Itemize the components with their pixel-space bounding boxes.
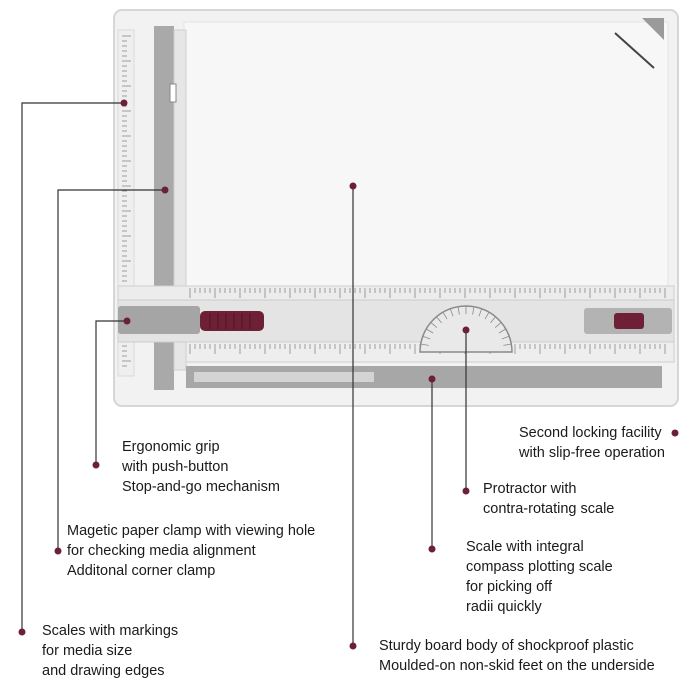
callout-grip-line: Ergonomic grip bbox=[122, 439, 220, 455]
callout-scale-line: compass plotting scale bbox=[466, 559, 613, 575]
rule-scale-ticks bbox=[189, 288, 666, 354]
callout-clamp-line: Additonal corner clamp bbox=[67, 563, 216, 579]
protractor-tick bbox=[503, 343, 512, 346]
callout-dots bbox=[18, 99, 679, 650]
dot-grip-text bbox=[92, 461, 100, 469]
grip-housing bbox=[118, 306, 200, 334]
dot-scales-board bbox=[120, 99, 128, 107]
dot-grip-board bbox=[123, 317, 131, 325]
dot-clamp-text bbox=[54, 547, 62, 555]
dot-body-text bbox=[349, 642, 357, 650]
leader-scales bbox=[21, 102, 124, 632]
protractor-tick bbox=[494, 322, 502, 328]
callout-protractor: Protractor with contra-rotating scale bbox=[483, 479, 614, 519]
grey-scale-ruler bbox=[194, 372, 374, 382]
dot-protractor-board bbox=[462, 326, 470, 334]
dot-locking-text bbox=[671, 429, 679, 437]
protractor-tick bbox=[490, 316, 496, 324]
dot-clamp-board bbox=[161, 186, 169, 194]
grey-scale bbox=[186, 366, 662, 388]
protractor-tick bbox=[472, 306, 475, 315]
protractor-tick bbox=[501, 335, 510, 340]
push-button-ridges bbox=[209, 313, 251, 329]
callout-scale-line: for picking off bbox=[466, 579, 552, 595]
corner-clamp bbox=[642, 18, 664, 40]
callout-scales-line: and drawing edges bbox=[42, 663, 165, 679]
protractor-tick bbox=[457, 306, 460, 315]
dot-scale-board bbox=[428, 375, 436, 383]
dot-body-board bbox=[349, 182, 357, 190]
push-button[interactable] bbox=[200, 311, 264, 331]
leader-clamp bbox=[57, 189, 165, 551]
callout-scales-line: Scales with markings bbox=[42, 623, 179, 639]
callout-clamp-line: for checking media alignment bbox=[67, 543, 256, 559]
corner-clamp-edge bbox=[614, 32, 655, 69]
protractor-tick bbox=[498, 328, 507, 334]
protractor-tick bbox=[420, 343, 429, 346]
protractor-tick bbox=[484, 311, 490, 320]
drawing-surface bbox=[183, 21, 669, 287]
leader-lines bbox=[21, 102, 467, 646]
protractor-tick bbox=[442, 311, 448, 320]
callout-clamp: Magetic paper clamp with viewing hole fo… bbox=[67, 521, 315, 581]
callout-grip-line: Stop-and-go mechanism bbox=[122, 479, 280, 495]
callout-scales: Scales with markings for media size and … bbox=[42, 621, 178, 681]
right-lock-button[interactable] bbox=[614, 313, 644, 329]
protractor-tick bbox=[478, 308, 483, 317]
dot-scale-text bbox=[428, 545, 436, 553]
protractor-tick bbox=[425, 328, 434, 334]
callout-body: Sturdy board body of shockproof plastic … bbox=[379, 636, 655, 676]
callout-body-line: Moulded-on non-skid feet on the undersid… bbox=[379, 658, 655, 674]
callout-grip-line: with push-button bbox=[122, 459, 229, 475]
callout-scale: Scale with integral compass plotting sca… bbox=[466, 537, 613, 617]
dot-scales-text bbox=[18, 628, 26, 636]
protractor-tick bbox=[422, 335, 431, 340]
callout-locking: Second locking facility with slip-free o… bbox=[519, 423, 665, 463]
callout-locking-line: with slip-free operation bbox=[519, 445, 665, 461]
callout-scales-line: for media size bbox=[42, 643, 133, 659]
leader-grip bbox=[95, 320, 127, 465]
vertical-rail-edge bbox=[173, 29, 187, 371]
protractor-ticks bbox=[420, 306, 512, 353]
callout-clamp-line: Magetic paper clamp with viewing hole bbox=[67, 523, 316, 539]
callout-scale-line: Scale with integral bbox=[466, 539, 584, 555]
dot-protractor-text bbox=[462, 487, 470, 495]
callout-grip: Ergonomic grip with push-button Stop-and… bbox=[122, 437, 280, 497]
protractor-tick bbox=[449, 308, 454, 317]
viewing-hole bbox=[169, 83, 177, 103]
protractor-tick bbox=[430, 322, 438, 328]
callout-scale-line: radii quickly bbox=[466, 599, 542, 615]
callout-locking-line: Second locking facility bbox=[519, 425, 662, 441]
protractor-tick bbox=[436, 316, 442, 324]
callout-body-line: Sturdy board body of shockproof plastic bbox=[379, 638, 634, 654]
upper-scale-bar bbox=[117, 285, 675, 301]
callout-protractor-line: contra-rotating scale bbox=[483, 501, 615, 517]
callout-protractor-line: Protractor with bbox=[483, 481, 577, 497]
